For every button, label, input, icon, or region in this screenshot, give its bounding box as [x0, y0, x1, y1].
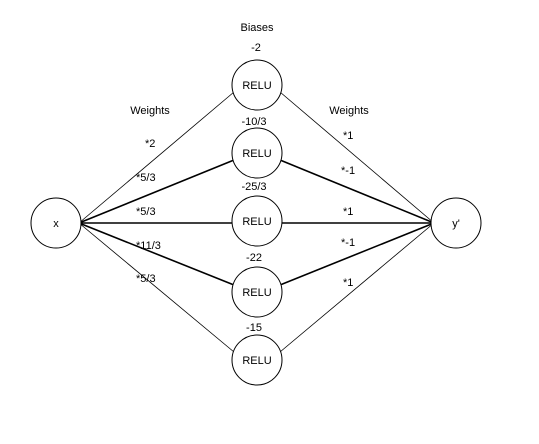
relu-node-1: RELU [231, 59, 283, 111]
weight-in-label: *2 [145, 138, 155, 150]
output-node-label: y' [452, 218, 460, 230]
edge-relu-4-to-y [279, 222, 435, 286]
edge-x-to-relu-1 [78, 91, 235, 224]
relu-node-4: RELU [231, 266, 283, 318]
weights-left-header: Weights [130, 105, 170, 117]
weight-in-label: *11/3 [136, 240, 161, 252]
relu-node-label: RELU [242, 287, 271, 299]
relu-node-label: RELU [242, 148, 271, 160]
weight-in-label: *5/3 [136, 172, 156, 184]
weights-right-header: Weights [329, 105, 369, 117]
input-node: x [30, 197, 82, 249]
weight-out-label: *-1 [341, 165, 355, 177]
bias-label: -25/3 [241, 181, 266, 193]
relu-node-label: RELU [242, 80, 271, 92]
bias-label: -2 [251, 42, 261, 54]
output-node: y' [430, 197, 482, 249]
weight-out-label: *-1 [341, 237, 355, 249]
relu-node-5: RELU [231, 334, 283, 386]
weight-in-label: *5/3 [136, 206, 156, 218]
biases-header: Biases [240, 22, 274, 34]
edge-x-to-relu-2 [78, 159, 235, 224]
weight-in-label: *5/3 [136, 273, 156, 285]
relu-node-3: RELU [231, 195, 283, 247]
relu-node-label: RELU [242, 216, 271, 228]
edge-relu-1-to-y [279, 91, 435, 224]
bias-label: -22 [246, 252, 262, 264]
relu-node-2: RELU [231, 127, 283, 179]
edge-relu-2-to-y [279, 159, 435, 224]
edge-x-to-relu-5 [78, 222, 235, 353]
input-node-label: x [53, 218, 59, 230]
edge-relu-5-to-y [279, 222, 435, 353]
relu-node-label: RELU [242, 355, 271, 367]
weight-out-label: *1 [343, 130, 353, 142]
edge-x-to-relu-4 [78, 222, 235, 286]
bias-label: -10/3 [241, 116, 266, 128]
bias-label: -15 [246, 322, 262, 334]
weight-out-label: *1 [343, 277, 353, 289]
weight-out-label: *1 [343, 206, 353, 218]
